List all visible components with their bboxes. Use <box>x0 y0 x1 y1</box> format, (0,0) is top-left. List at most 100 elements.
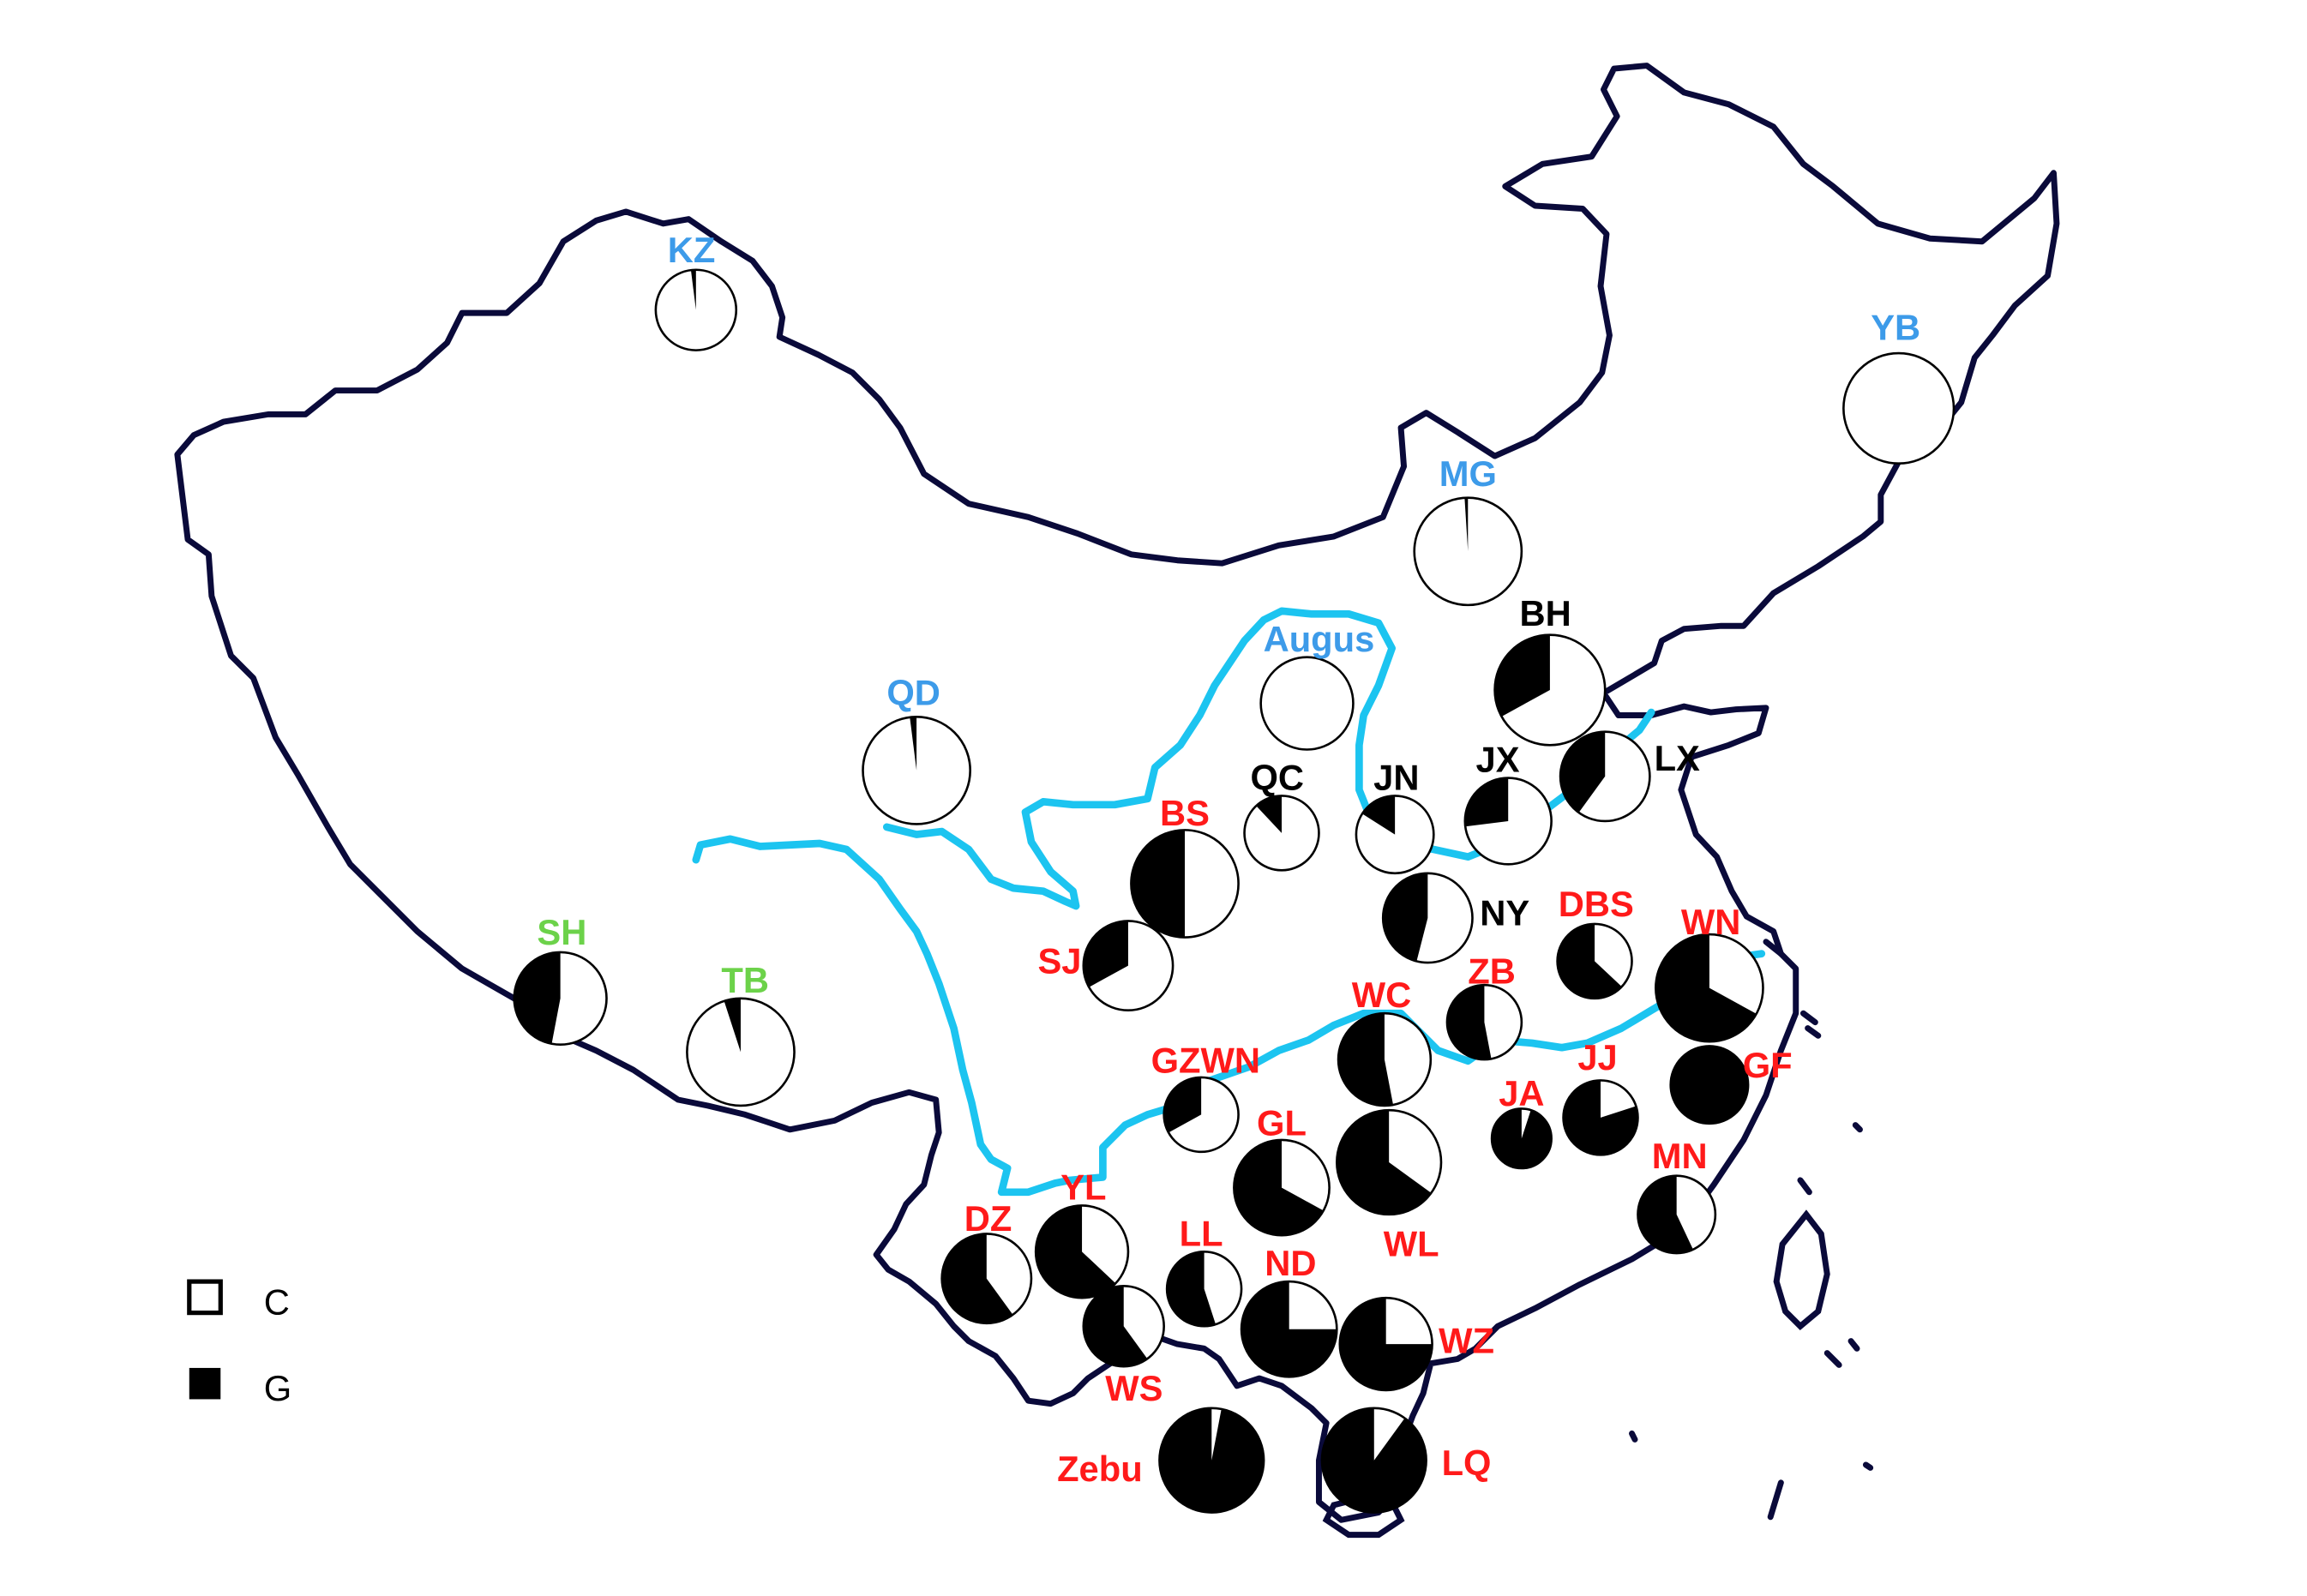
pie-slice-g-zebu <box>1159 1407 1265 1513</box>
pie-outline-dbs <box>1556 922 1633 1000</box>
pie-lq: LQ <box>1320 1407 1492 1514</box>
coastal-islands <box>1629 939 1874 1521</box>
pie-slice-g-jx <box>1464 777 1509 827</box>
pop-label-ws: WS <box>1105 1368 1163 1408</box>
pie-outline-mg <box>1413 496 1523 607</box>
pie-slice-g-ws <box>1083 1286 1148 1367</box>
pie-outline-bh <box>1493 633 1607 747</box>
pie-outline-zebu <box>1158 1407 1265 1514</box>
pie-wz: WZ <box>1338 1296 1494 1392</box>
pop-label-yl: YL <box>1060 1167 1106 1207</box>
pie-sh: SH <box>513 912 608 1047</box>
pie-slice-g-ja <box>1492 1108 1552 1168</box>
pie-outline-ll <box>1165 1251 1243 1328</box>
pie-outline-ws <box>1082 1285 1165 1368</box>
pie-gf: GF <box>1669 1045 1793 1125</box>
pop-label-wc: WC <box>1352 975 1412 1015</box>
pie-ll: LL <box>1165 1213 1243 1328</box>
legend-swatch-c <box>187 1279 223 1316</box>
pie-mg: MG <box>1413 453 1523 607</box>
pie-outline-sj <box>1082 920 1175 1012</box>
pie-slice-g-ll <box>1167 1251 1217 1327</box>
pie-outline-sh <box>513 951 608 1047</box>
pop-label-bs: BS <box>1160 793 1210 833</box>
pop-label-yb: YB <box>1871 307 1920 347</box>
pop-label-jn: JN <box>1373 757 1419 797</box>
pie-qd: QD <box>862 672 971 825</box>
pie-gl: GL <box>1233 1103 1331 1237</box>
pop-label-lx: LX <box>1655 738 1700 778</box>
pie-slice-g-lx <box>1560 731 1606 813</box>
pop-label-nd: ND <box>1265 1243 1316 1283</box>
pie-slice-g-qd <box>910 717 917 771</box>
pie-outline-augus <box>1259 656 1355 751</box>
pie-jn: JN <box>1355 757 1435 875</box>
pie-slice-g-wn <box>1655 934 1757 1042</box>
pie-outline-gl <box>1233 1138 1331 1237</box>
pie-ja: JA <box>1490 1073 1553 1170</box>
pie-nd: ND <box>1240 1243 1338 1378</box>
pie-wc: WC <box>1337 975 1433 1107</box>
pop-label-qd: QD <box>886 672 940 712</box>
pop-label-lq: LQ <box>1442 1443 1492 1483</box>
pie-slice-g-dz <box>941 1233 1013 1323</box>
pie-slice-g-wc <box>1338 1013 1394 1106</box>
pie-outline-jx <box>1463 777 1553 866</box>
pie-yl: YL <box>1034 1167 1130 1299</box>
pie-slice-g-nd <box>1241 1281 1337 1377</box>
pie-slice-g-ny <box>1383 873 1428 962</box>
pie-slice-g-bs <box>1131 830 1186 938</box>
pie-outline-dz <box>940 1233 1033 1325</box>
pop-label-gf: GF <box>1743 1045 1793 1085</box>
pie-outline-wl <box>1336 1108 1443 1216</box>
yellow-river <box>882 607 1655 910</box>
pie-slice-g-lq <box>1321 1407 1427 1513</box>
pie-dz: DZ <box>940 1198 1033 1325</box>
pie-bh: BH <box>1493 593 1607 747</box>
pie-zebu: Zebu <box>1057 1407 1265 1514</box>
pie-outline-jj <box>1562 1079 1639 1156</box>
pie-slice-g-bh <box>1494 634 1550 717</box>
pie-zb: ZB <box>1445 951 1523 1061</box>
pie-slice-g-kz <box>690 269 696 310</box>
legend-label-g: G <box>264 1368 291 1408</box>
pie-outline-ny <box>1381 872 1474 964</box>
pie-outline-tb <box>686 997 796 1107</box>
pop-label-zb: ZB <box>1468 951 1516 991</box>
pie-outline-gf <box>1669 1045 1750 1125</box>
pop-label-jx: JX <box>1476 740 1520 780</box>
pop-label-mn: MN <box>1652 1136 1708 1176</box>
pie-outline-qd <box>862 715 971 825</box>
pie-slice-g-mg <box>1464 497 1469 552</box>
pie-ws: WS <box>1082 1285 1165 1408</box>
pie-outline-qc <box>1243 795 1320 872</box>
pie-outline-wz <box>1338 1296 1433 1392</box>
pie-slice-g-dbs <box>1557 923 1622 999</box>
pie-sj: SJ <box>1037 920 1175 1012</box>
pie-slice-g-wl <box>1337 1110 1432 1215</box>
pie-gzwn: GZWN <box>1151 1041 1260 1154</box>
pie-outline-kz <box>654 268 738 351</box>
pie-outline-bs <box>1130 829 1240 939</box>
pie-jx: JX <box>1463 740 1553 866</box>
pie-qc: QC <box>1243 757 1320 872</box>
pie-slice-g-qc <box>1256 795 1282 833</box>
pop-label-dz: DZ <box>964 1198 1012 1239</box>
pie-outline-jn <box>1355 795 1435 875</box>
pie-tb: TB <box>686 960 796 1107</box>
pie-wn: WN <box>1655 902 1764 1043</box>
pie-outline-zb <box>1445 983 1523 1061</box>
pie-outline-mn <box>1637 1174 1717 1255</box>
pie-outline-yl <box>1034 1204 1130 1299</box>
pop-label-kz: KZ <box>668 230 716 270</box>
pop-label-gl: GL <box>1257 1103 1307 1143</box>
pie-outline-lq <box>1320 1407 1427 1514</box>
legend: C G <box>187 1279 291 1408</box>
pie-slice-c-yb <box>1843 353 1955 464</box>
pop-label-mg: MG <box>1439 453 1497 494</box>
pie-wl: WL <box>1336 1108 1443 1264</box>
legend-label-c: C <box>264 1281 290 1322</box>
pop-label-gzwn: GZWN <box>1151 1041 1260 1081</box>
pie-slice-g-wz <box>1339 1298 1433 1391</box>
